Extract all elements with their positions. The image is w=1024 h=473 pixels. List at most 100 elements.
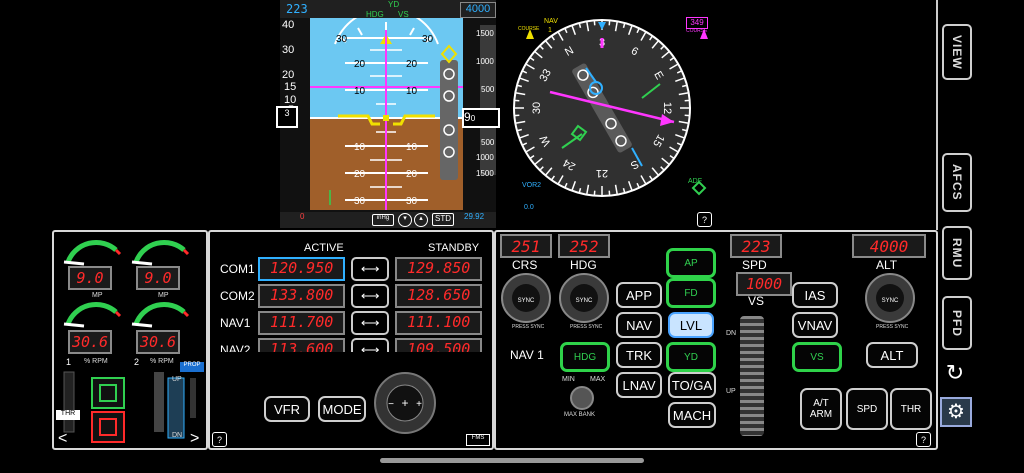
afcs-tab[interactable]: AFCS bbox=[942, 153, 972, 212]
view-tab[interactable]: VIEW bbox=[942, 24, 972, 80]
pfd-bottom-left: 0 bbox=[300, 212, 305, 221]
pfd-mode-hdg: HDG bbox=[366, 10, 384, 19]
rmu-tab[interactable]: RMU bbox=[942, 226, 972, 280]
mode-button[interactable]: MODE bbox=[318, 396, 366, 422]
radio-help-button[interactable]: ? bbox=[212, 432, 227, 447]
swap-arrows-icon[interactable]: ⟷ bbox=[350, 284, 390, 308]
afcs-help-button[interactable]: ? bbox=[916, 432, 931, 447]
compass-tick bbox=[544, 167, 553, 176]
pfd-tab-label: PFD bbox=[950, 309, 964, 337]
hsi-help-button[interactable]: ? bbox=[697, 212, 712, 227]
swap-arrows-icon[interactable]: ⟷ bbox=[350, 338, 390, 352]
svg-text:10: 10 bbox=[354, 142, 366, 153]
course-right-value: 349 bbox=[686, 17, 708, 29]
pfd-mode-yd: YD bbox=[388, 0, 400, 9]
mp-left-display: 9.0 bbox=[68, 266, 112, 290]
compass-label: 15 bbox=[650, 132, 667, 149]
compass-tick bbox=[557, 31, 564, 41]
vs-dn-label: DN bbox=[726, 330, 737, 337]
spd-label: SPD bbox=[742, 258, 767, 272]
alt-press-sync: PRESS SYNC bbox=[876, 324, 909, 330]
compass-tick bbox=[636, 27, 640, 34]
crs-press-sync: PRESS SYNC bbox=[512, 324, 545, 330]
compass-tick bbox=[661, 157, 670, 166]
afcs-tab-label: AFCS bbox=[950, 164, 964, 201]
compass-tick bbox=[550, 35, 556, 41]
crs-knob[interactable]: SYNC bbox=[500, 272, 552, 324]
svg-text:+: + bbox=[401, 396, 408, 410]
standby-frequency[interactable]: 128.650 bbox=[395, 284, 482, 308]
tuning-knob[interactable]: + − + bbox=[374, 372, 436, 434]
compass-tick bbox=[675, 133, 685, 139]
max-bank-label: MAX BANK bbox=[564, 412, 596, 418]
hdg-knob[interactable]: SYNC bbox=[558, 272, 610, 324]
vnav-button[interactable]: VNAV bbox=[792, 312, 838, 338]
lnav-button[interactable]: LNAV bbox=[616, 372, 662, 398]
standby-frequency[interactable]: 129.850 bbox=[395, 257, 482, 281]
standby-frequency[interactable]: 109.500 bbox=[395, 338, 482, 352]
compass-label: 21 bbox=[596, 167, 608, 179]
rpm-left-label: % RPM bbox=[84, 358, 108, 365]
compass-label: 33 bbox=[537, 67, 554, 84]
engine-prev-chevron-icon[interactable]: < bbox=[58, 430, 68, 447]
swap-arrows-icon[interactable]: ⟷ bbox=[350, 311, 390, 335]
baro-units-button[interactable]: inHg bbox=[372, 214, 394, 226]
ap-button[interactable]: AP bbox=[666, 248, 716, 278]
settings-gear-icon[interactable]: ⚙ bbox=[940, 397, 972, 427]
swap-arrows-icon[interactable]: ⟷ bbox=[350, 257, 390, 281]
pitch-label-40: 40 bbox=[282, 19, 294, 31]
alt-knob[interactable]: SYNC bbox=[864, 272, 916, 324]
fms-button[interactable]: FMS bbox=[466, 434, 490, 446]
compass-tick bbox=[676, 142, 683, 146]
active-frequency[interactable]: 113.600 bbox=[258, 338, 345, 352]
thr-button[interactable]: THR bbox=[890, 388, 932, 430]
ap-button-label: AP bbox=[684, 257, 698, 269]
course-left-label: COURSE bbox=[518, 26, 540, 32]
yd-button[interactable]: YD bbox=[666, 342, 716, 372]
lvl-button[interactable]: LVL bbox=[668, 312, 714, 338]
alt-button[interactable]: ALT bbox=[866, 342, 918, 368]
pfd-tab[interactable]: PFD bbox=[942, 296, 972, 350]
active-header: ACTIVE bbox=[304, 242, 344, 254]
trk-button[interactable]: TRK bbox=[616, 342, 662, 368]
spd-button[interactable]: SPD bbox=[846, 388, 888, 430]
hdg-button[interactable]: HDG bbox=[560, 342, 610, 372]
compass-tick bbox=[661, 50, 670, 59]
vs-thumbwheel[interactable] bbox=[740, 316, 764, 436]
vs-scale-500-dn: 500 bbox=[481, 138, 495, 147]
compass-tick bbox=[519, 133, 529, 139]
home-indicator[interactable] bbox=[380, 458, 644, 463]
nav-button[interactable]: NAV bbox=[616, 312, 662, 338]
engine-next-chevron-icon[interactable]: > bbox=[190, 430, 200, 447]
standby-frequency[interactable]: 111.100 bbox=[395, 311, 482, 335]
compass-label: 6 bbox=[629, 45, 640, 58]
baro-std-button[interactable]: STD bbox=[432, 213, 454, 226]
hdg-button-label: HDG bbox=[573, 351, 597, 363]
ias-button[interactable]: IAS bbox=[792, 282, 838, 308]
compass-tick bbox=[622, 187, 626, 194]
compass-tick bbox=[648, 35, 654, 41]
compass-tick bbox=[571, 181, 577, 191]
app-button[interactable]: APP bbox=[616, 282, 662, 308]
hdg-label: HDG bbox=[570, 258, 597, 272]
max-bank-knob[interactable] bbox=[570, 386, 594, 410]
vs-display: 1000 bbox=[736, 272, 792, 296]
baro-up-button[interactable]: ▴ bbox=[414, 213, 428, 227]
engine-1-label: 1 bbox=[66, 357, 72, 367]
svg-text:10: 10 bbox=[406, 142, 418, 153]
at-arm-button[interactable]: A/T ARM bbox=[800, 388, 842, 430]
baro-down-button[interactable]: ▾ bbox=[398, 213, 412, 227]
vfr-button[interactable]: VFR bbox=[264, 396, 310, 422]
compass-tick bbox=[564, 182, 568, 189]
compass-tick bbox=[578, 22, 582, 29]
active-frequency[interactable]: 133.800 bbox=[258, 284, 345, 308]
mach-button[interactable]: MACH bbox=[668, 402, 716, 428]
active-frequency[interactable]: 111.700 bbox=[258, 311, 345, 335]
vs-button[interactable]: VS bbox=[792, 342, 842, 372]
fd-button[interactable]: FD bbox=[666, 278, 716, 308]
toga-button[interactable]: TO/GA bbox=[668, 372, 716, 398]
refresh-icon[interactable]: ↻ bbox=[945, 360, 965, 385]
active-frequency[interactable]: 120.950 bbox=[258, 257, 345, 281]
svg-text:20: 20 bbox=[354, 59, 366, 70]
